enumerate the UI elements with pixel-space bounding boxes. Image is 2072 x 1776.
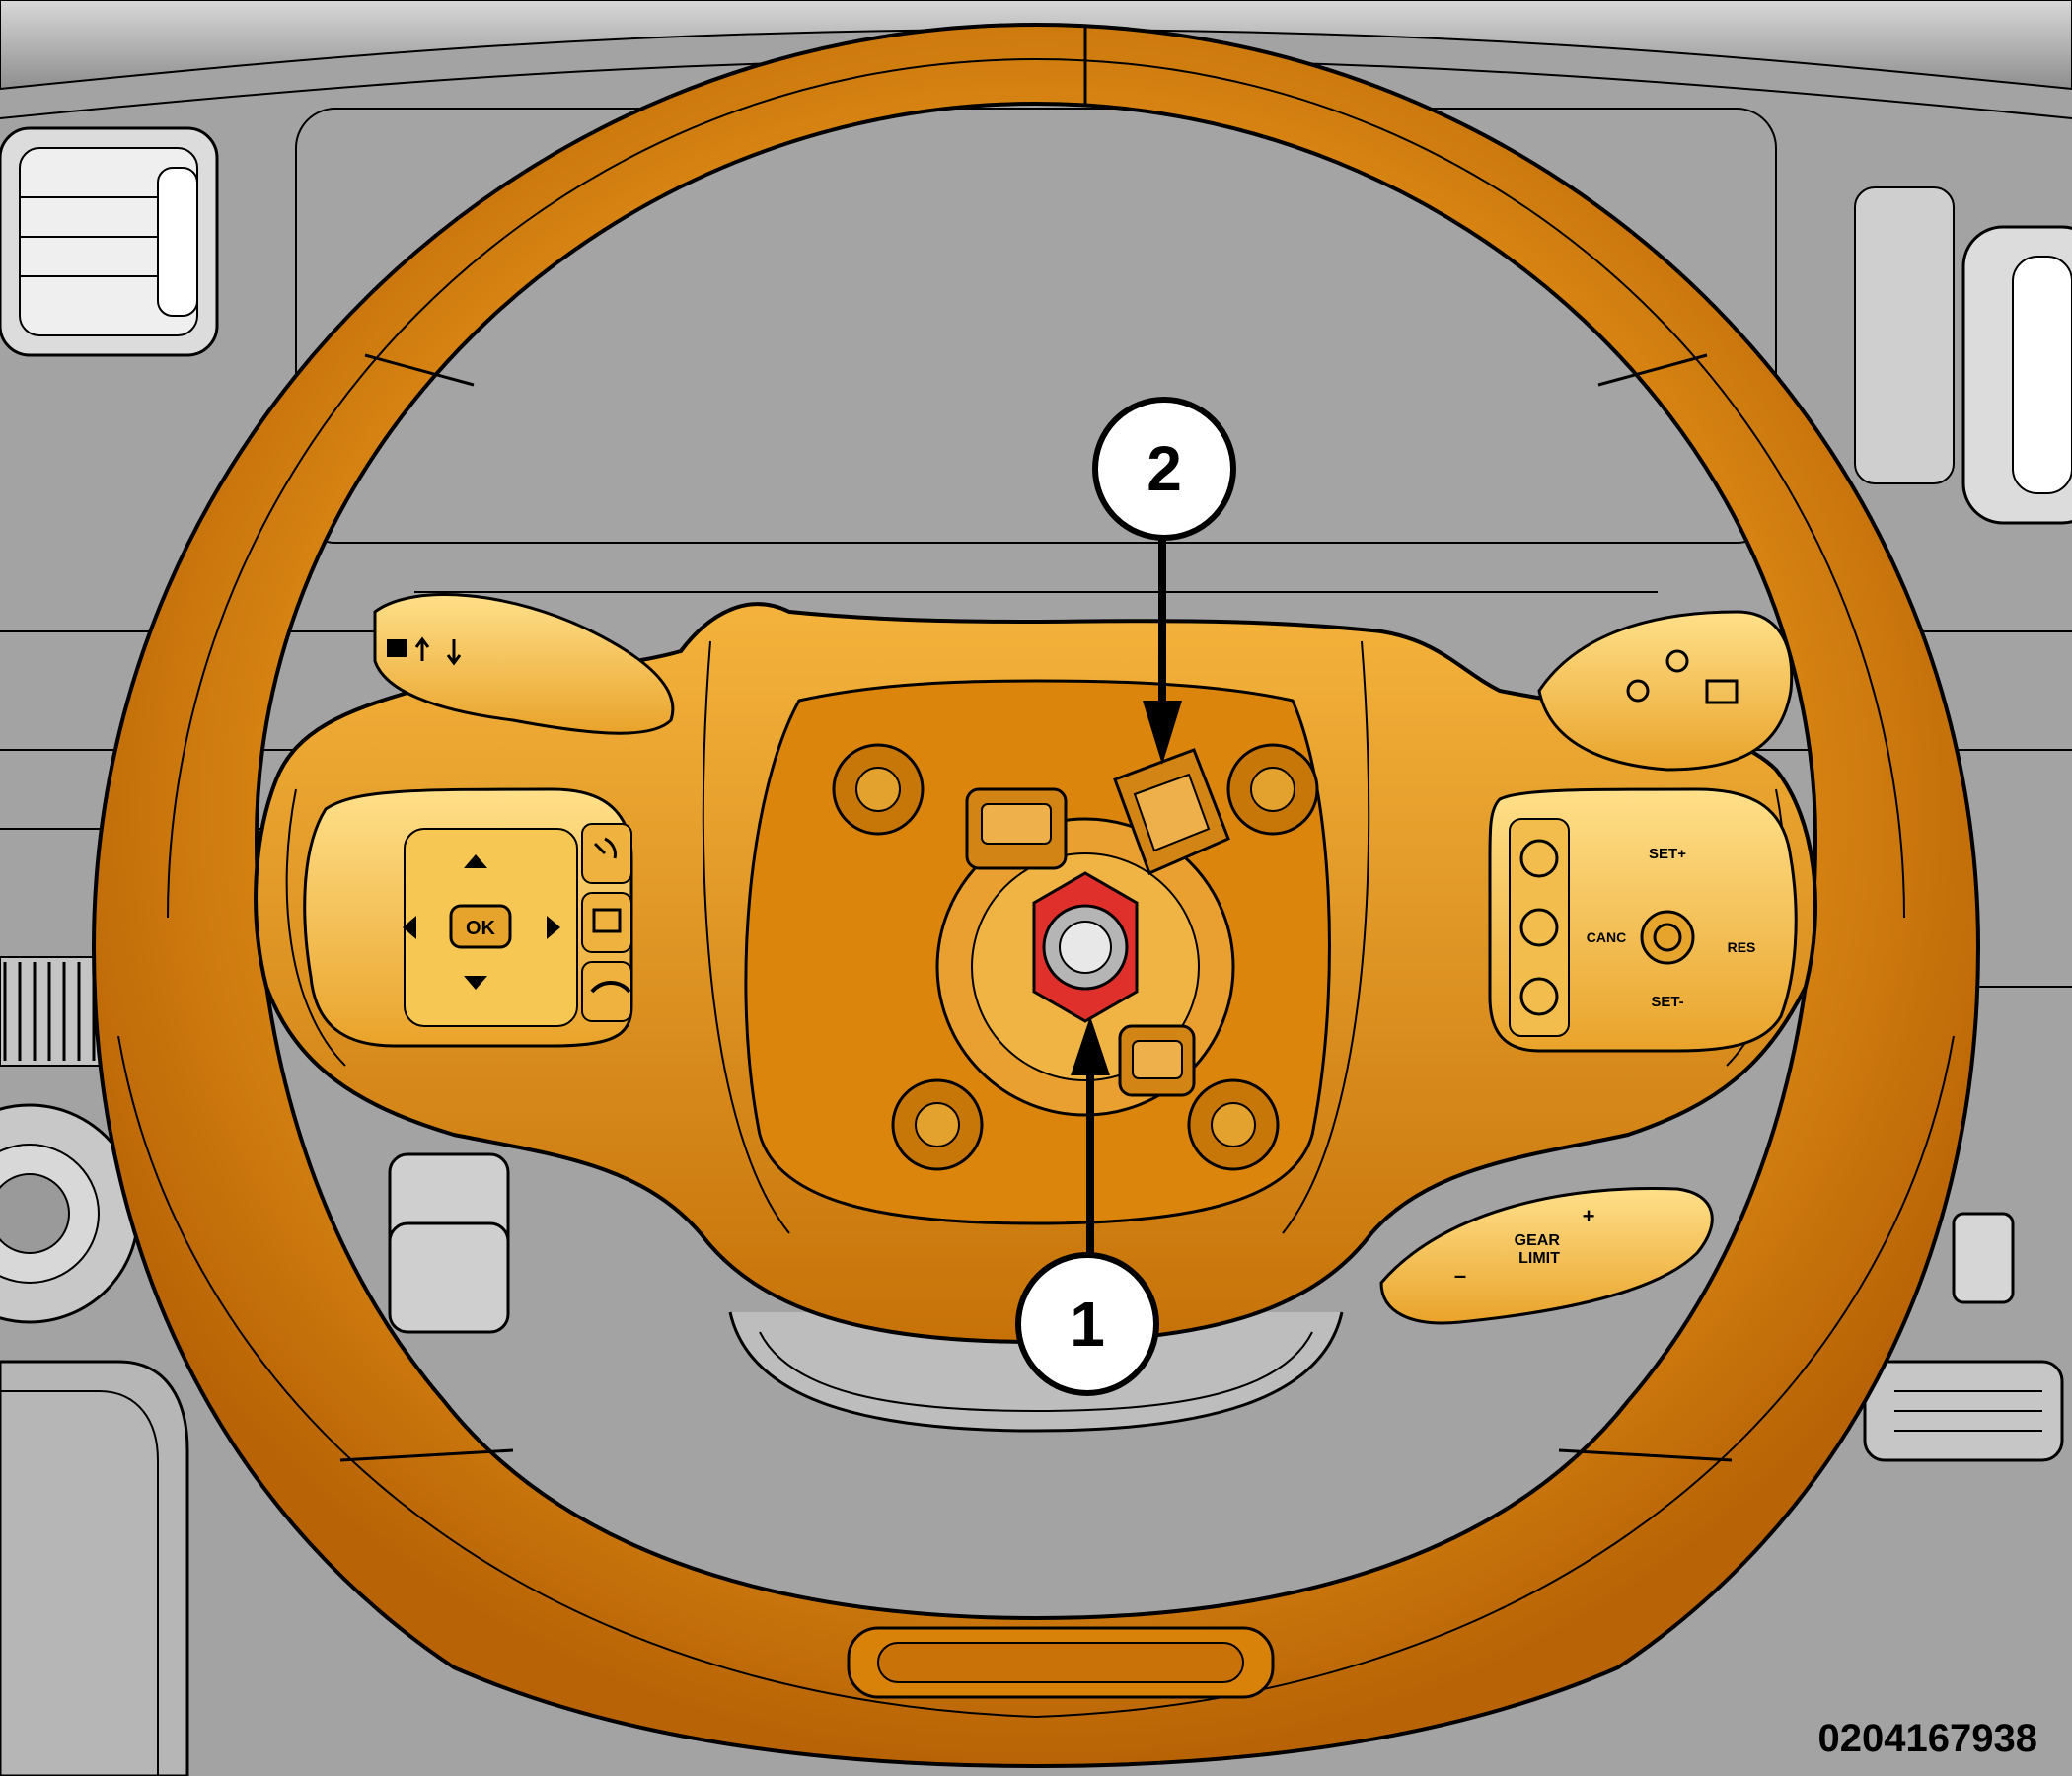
left-connector	[965, 787, 1068, 870]
right-switch-pod: SET+ SET- CANC RES	[1488, 787, 1798, 1053]
adaptive-cruise-button[interactable]	[1519, 839, 1559, 878]
down-arrow-icon[interactable]	[464, 976, 487, 990]
phone-button[interactable]	[581, 961, 632, 1022]
ok-button[interactable]: OK	[449, 904, 512, 949]
ok-button-label: OK	[466, 918, 496, 939]
media-button[interactable]	[581, 892, 632, 953]
distance-button[interactable]	[1519, 977, 1559, 1016]
figure-id: 0204167938	[1818, 1717, 2037, 1760]
set-minus-label[interactable]: SET-	[1651, 994, 1683, 1010]
cruise-icon	[1653, 923, 1682, 952]
callout-2: 2	[1092, 397, 1236, 541]
cruise-onoff-button[interactable]	[1640, 910, 1695, 965]
leader-line-1	[1071, 1016, 1110, 1253]
lower-connector	[1118, 1024, 1196, 1097]
mounting-boss	[832, 743, 1319, 1171]
gear-limit-paddle[interactable]: GEAR LIMIT + –	[1379, 1187, 1714, 1325]
right-air-vent	[1961, 225, 2072, 525]
cancel-label[interactable]: CANC	[1587, 929, 1626, 945]
voice-button[interactable]	[581, 823, 632, 884]
media-icon	[592, 908, 622, 933]
resume-label[interactable]: RES	[1728, 939, 1756, 955]
upper-right-connector	[1113, 748, 1230, 876]
right-stalk	[1537, 610, 1794, 772]
gear-limit-label: GEAR LIMIT	[1515, 1232, 1565, 1267]
retaining-nut	[1032, 871, 1139, 1023]
left-arrow-icon[interactable]	[403, 916, 416, 939]
arrow-up-icon	[414, 636, 430, 661]
callout-1-number: 1	[1070, 1289, 1105, 1360]
lower-right-vent	[1863, 1212, 2064, 1462]
callout-1: 1	[1015, 1252, 1159, 1396]
left-air-vent	[0, 126, 219, 357]
gear-limit-line1: GEAR	[1515, 1232, 1561, 1249]
cluster-right-strip	[1854, 186, 1955, 484]
paddle-minus-label: –	[1454, 1263, 1466, 1288]
phone-hangup-icon	[590, 981, 631, 994]
lower-left-console	[0, 1360, 189, 1776]
voice-icon	[593, 837, 617, 859]
lower-left-knob	[0, 1103, 140, 1324]
up-arrow-icon[interactable]	[464, 854, 487, 868]
arrow-down-icon	[446, 639, 462, 666]
leader-line-2	[1143, 533, 1182, 765]
left-switch-pod: OK	[303, 787, 633, 1048]
paddle-plus-label: +	[1583, 1204, 1595, 1228]
callout-2-number: 2	[1147, 433, 1182, 504]
steering-wheel-hub	[254, 602, 1817, 1345]
gear-limit-line2: LIMIT	[1518, 1250, 1560, 1267]
headlamp-icon	[387, 639, 407, 657]
right-arrow-icon[interactable]	[547, 916, 560, 939]
left-stalk	[373, 593, 675, 735]
lane-assist-button[interactable]	[1519, 908, 1559, 947]
set-plus-label[interactable]: SET+	[1649, 846, 1686, 862]
